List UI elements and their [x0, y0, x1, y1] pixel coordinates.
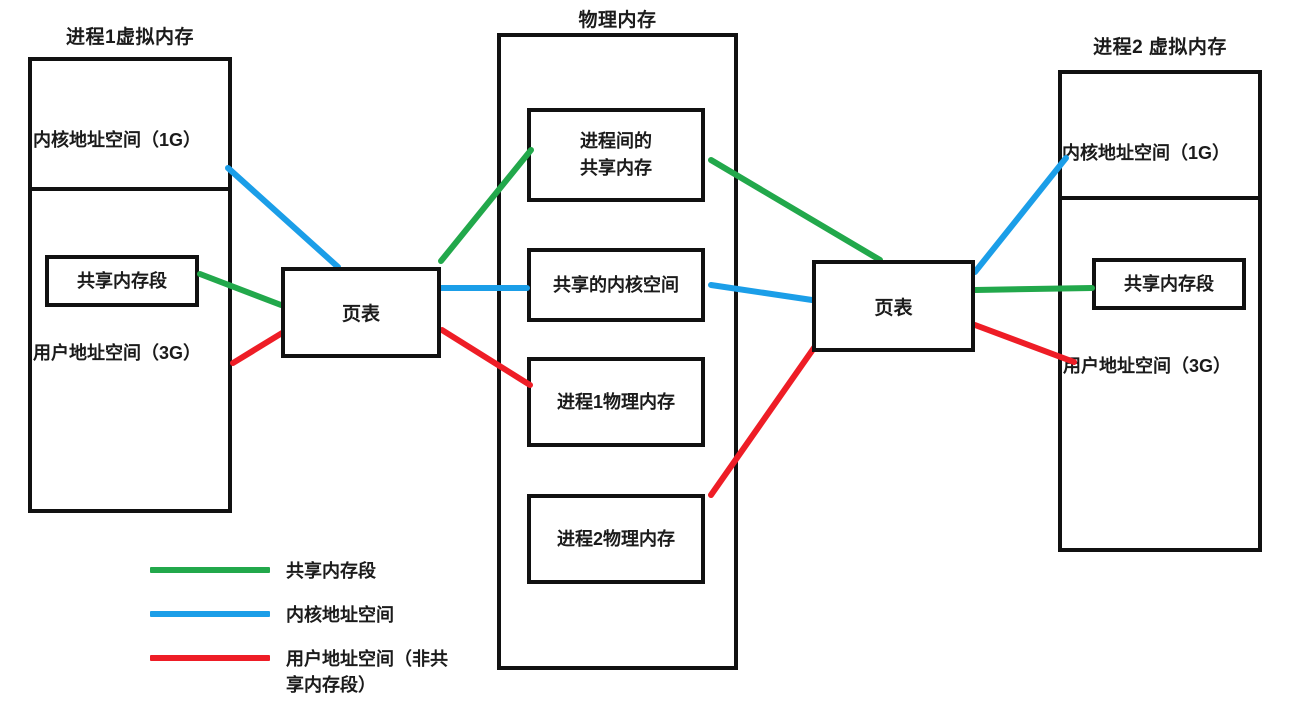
link-p1-kernel-to-pagetable	[225, 165, 341, 270]
page-table-left-box: 页表	[281, 267, 441, 358]
title-physical-memory: 物理内存	[578, 10, 657, 31]
title-process2: 进程2 虚拟内存	[1093, 37, 1227, 58]
page-table-right-box: 页表	[812, 260, 975, 352]
physical-shared-kernel-space-label: 共享的内核空间	[553, 274, 679, 295]
process1-user-space-label: 用户地址空间（3G）	[33, 343, 202, 363]
process2-virtual-memory-box	[1058, 70, 1262, 552]
process1-kernel-space-label: 内核地址空间（1G）	[33, 130, 202, 150]
legend-item-kernel-space: 内核地址空间	[150, 602, 394, 628]
legend-label-shared-segment: 共享内存段	[286, 561, 376, 581]
physical-shared-kernel-space-box: 共享的内核空间	[527, 248, 705, 322]
page-table-right-label: 页表	[874, 297, 913, 319]
physical-process1-memory-label: 进程1物理内存	[556, 391, 675, 412]
page-table-left-label: 页表	[341, 304, 380, 325]
process2-user-space-label: 用户地址空间（3G）	[1063, 356, 1232, 376]
process2-kernel-user-divider	[1058, 196, 1262, 200]
physical-shared-memory-label-line2: 共享内存	[580, 158, 652, 178]
legend-item-user-space: 用户地址空间（非共享内存段）	[150, 646, 461, 698]
legend-item-shared-segment: 共享内存段	[150, 558, 376, 584]
physical-process2-memory-label: 进程2物理内存	[556, 528, 675, 549]
process1-shared-memory-segment-box: 共享内存段	[45, 255, 199, 307]
process1-kernel-user-divider	[28, 187, 232, 191]
physical-shared-memory-box: 进程间的 共享内存	[527, 108, 705, 202]
legend-swatch-red	[150, 655, 270, 661]
physical-process2-memory-box: 进程2物理内存	[527, 494, 705, 584]
process1-shared-memory-segment-label: 共享内存段	[77, 270, 167, 291]
physical-shared-memory-label-line1: 进程间的	[580, 131, 652, 151]
process2-kernel-space-label: 内核地址空间（1G）	[1062, 143, 1231, 163]
process2-shared-memory-segment-label: 共享内存段	[1124, 273, 1214, 294]
legend-label-kernel-space: 内核地址空间	[286, 605, 394, 625]
link-pagetable-right-to-p2-kernel	[972, 155, 1069, 275]
legend-swatch-green	[150, 567, 270, 573]
link-p1-user-to-pagetable	[230, 327, 290, 366]
process2-shared-memory-segment-box: 共享内存段	[1092, 258, 1246, 310]
legend-label-user-space: 用户地址空间（非共享内存段）	[286, 649, 448, 696]
title-process1: 进程1虚拟内存	[65, 27, 195, 48]
legend-swatch-blue	[150, 611, 270, 617]
physical-process1-memory-box: 进程1物理内存	[527, 357, 705, 447]
